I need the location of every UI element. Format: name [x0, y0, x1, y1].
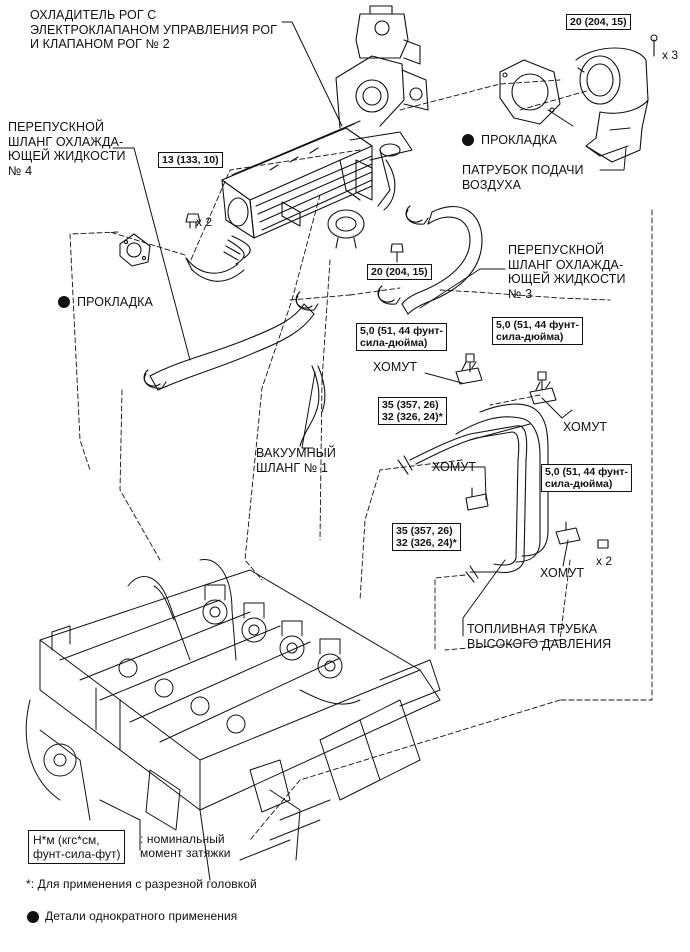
- label-clamp-2: ХОМУТ: [563, 420, 608, 434]
- engine-block: [25, 559, 441, 881]
- non-reusable-marker-right: [462, 134, 474, 146]
- gasket-left: [119, 233, 151, 267]
- vacuum-hose-1: [299, 365, 326, 447]
- torque-spec-clamp-lower: 5,0 (51, 44 фунт- сила-дюйма): [541, 464, 632, 492]
- label-egr-cooler: ОХЛАДИТЕЛЬ РОГ С ЭЛЕКТРОКЛАПАНОМ УПРАВЛЕ…: [30, 8, 278, 51]
- label-vacuum-hose: ВАКУУМНЫЙ ШЛАНГ № 1: [256, 446, 336, 475]
- torque-spec-union-lower: 35 (357, 26) 32 (326, 24)*: [392, 523, 461, 551]
- legend-torque-description: : номинальный момент затяжки: [140, 832, 231, 860]
- egr-cooler-assembly: [185, 5, 429, 282]
- torque-spec-union-upper: 35 (357, 26) 32 (326, 24)*: [378, 397, 447, 425]
- torque-spec-clamp-right: 5,0 (51, 44 фунт- сила-дюйма): [492, 317, 583, 345]
- label-gasket-left: ПРОКЛАДКА: [77, 295, 153, 309]
- quantity-left: x 2: [196, 215, 213, 229]
- quantity-top-right: x 3: [662, 48, 679, 62]
- quantity-lower: x 2: [596, 554, 613, 568]
- torque-spec-top-right: 20 (204, 15): [566, 14, 631, 30]
- label-clamp-4: ХОМУТ: [540, 566, 585, 580]
- torque-spec-left: 13 (133, 10): [158, 152, 223, 168]
- air-inlet-pipe: [575, 34, 658, 163]
- bypass-hose-3: [401, 206, 483, 315]
- label-clamp-3: ХОМУТ: [432, 460, 477, 474]
- legend-non-reusable-dot: [27, 911, 39, 923]
- torque-spec-clamp-left: 5,0 (51, 44 фунт- сила-дюйма): [356, 323, 447, 351]
- torque-spec-center: 20 (204, 15): [367, 264, 432, 280]
- legend-non-reusable-text: Детали однократного применения: [45, 909, 238, 923]
- hose-clamps: [143, 205, 429, 389]
- leader-lines: [112, 21, 627, 637]
- gasket-right: [499, 59, 561, 125]
- fuel-tube-bundle: [397, 403, 549, 583]
- fuel-clamps: [455, 361, 581, 545]
- bolts: [185, 213, 609, 549]
- non-reusable-marker-left: [58, 296, 70, 308]
- legend-torque-box: Н*м (кгс*см, фунт-сила-фут): [28, 830, 126, 864]
- label-bypass-hose-3: ПЕРЕПУСКНОЙ ШЛАНГ ОХЛАЖДА- ЮЩЕЙ ЖИДКОСТИ…: [508, 243, 626, 301]
- legend-footnote: *: Для применения с разрезной головкой: [26, 877, 257, 891]
- label-clamp-1: ХОМУТ: [373, 360, 418, 374]
- label-fuel-tube: ТОПЛИВНАЯ ТРУБКА ВЫСОКОГО ДАВЛЕНИЯ: [467, 622, 612, 651]
- label-gasket-right: ПРОКЛАДКА: [481, 133, 557, 147]
- label-air-inlet: ПАТРУБОК ПОДАЧИ ВОЗДУХА: [462, 163, 584, 192]
- bypass-hose-4: [149, 303, 315, 391]
- label-bypass-hose-4: ПЕРЕПУСКНОЙ ШЛАНГ ОХЛАЖДА- ЮЩЕЙ ЖИДКОСТИ…: [8, 120, 126, 178]
